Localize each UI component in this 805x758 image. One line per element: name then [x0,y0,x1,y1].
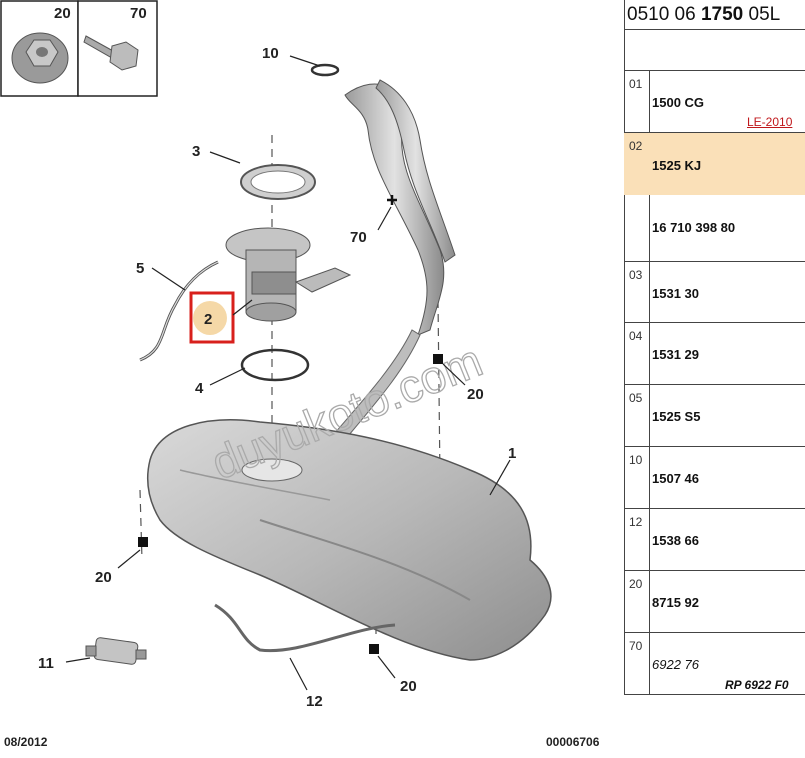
fuel-filter [85,637,147,665]
callout-20-top[interactable]: 20 [467,386,484,403]
part-number: 16 710 398 80 [652,220,736,235]
callout-11[interactable]: 11 [38,655,54,672]
exploded-diagram: 20 70 duyukoto [0,0,600,749]
callout-highlight-dot [193,301,227,335]
table-row[interactable]: 16 710 398 80 [624,195,805,262]
callout-5[interactable]: 5 [136,260,144,277]
inset-nut [0,0,79,97]
callout-20-bottom[interactable]: 20 [400,678,417,695]
part-number: 6922 76 [652,657,699,672]
fuel-tank [146,419,552,661]
part-number: 1531 29 [652,347,699,362]
leader-lines [65,55,511,691]
parts-table: 0510 06 1750 05L 01 1500 CG LE-2010 02 1… [624,0,805,758]
lock-ring [240,164,316,200]
callout-10[interactable]: 10 [262,45,279,62]
table-row[interactable]: 04 1531 29 [624,323,805,385]
part-note-link[interactable]: LE-2010 [747,115,793,129]
table-spacer-row [624,30,805,71]
callout-12[interactable]: 12 [306,693,323,710]
callout-2[interactable]: 2 [204,311,212,328]
callout-1[interactable]: 1 [508,445,516,462]
callout-highlight-box [189,291,235,344]
footer-doc-number: 00006706 [546,735,600,749]
table-row-highlighted[interactable]: 02 1525 KJ [624,133,805,195]
part-number: 1507 46 [652,471,699,486]
part-number: 1525 KJ [652,158,702,173]
table-row[interactable]: 01 1500 CG LE-2010 [624,71,805,133]
table-row[interactable]: 03 1531 30 [624,262,805,323]
table-row[interactable]: 70 6922 76 RP 6922 F0 [624,633,805,695]
part-note: RP 6922 F0 [725,678,789,692]
part-number: 1525 S5 [652,409,701,424]
footer-date: 08/2012 [4,735,48,749]
callout-3[interactable]: 3 [192,143,200,160]
table-row[interactable]: 10 1507 46 [624,447,805,509]
fuel-line [214,603,396,653]
fastener-marker [138,537,148,547]
fuel-pump-module [225,227,352,322]
part-number: 8715 92 [652,595,699,610]
inset-bolt [77,0,158,97]
table-row[interactable]: 05 1525 S5 [624,385,805,447]
part-number: 1538 66 [652,533,699,548]
table-row[interactable]: 20 8715 92 [624,571,805,633]
diagram-svg: 20 70 duyukoto [0,0,552,710]
inset-label-20: 20 [54,5,71,22]
table-header: 0510 06 1750 05L [624,0,805,30]
table-row[interactable]: 12 1538 66 [624,509,805,571]
callout-70[interactable]: 70 [350,229,367,246]
part-number: 1500 CG [652,95,705,110]
seal-ring-10 [310,63,340,77]
bolt-marker [387,195,397,205]
part-number: 1531 30 [652,286,699,301]
fastener-marker [369,644,379,654]
gasket-ring [240,348,310,382]
callout-20-left[interactable]: 20 [95,569,112,586]
inset-label-70: 70 [130,5,147,22]
callout-4[interactable]: 4 [195,380,204,397]
fastener-marker [433,354,443,364]
